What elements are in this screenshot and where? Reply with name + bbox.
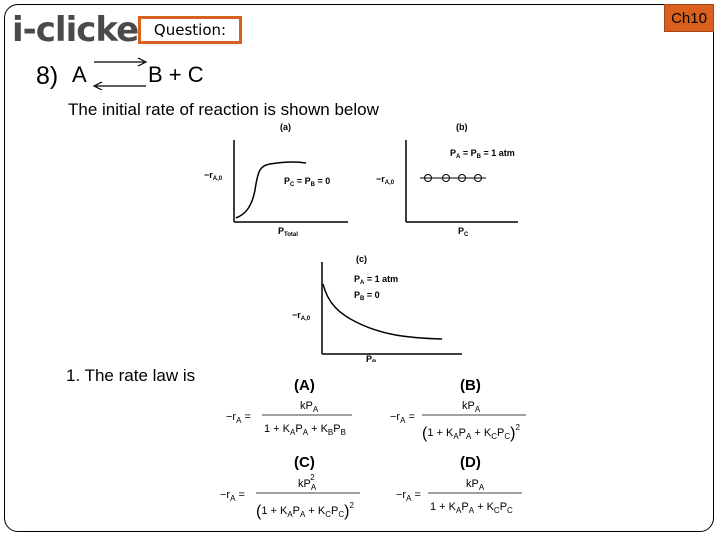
chapter-badge: Ch10 <box>664 4 714 32</box>
graph-a-y-label: −rA,0 <box>204 170 223 182</box>
graph-b-x-label: PC <box>458 226 469 238</box>
options-area: (A) −rA = kPA 1 + KAPA + KBPB (B) −rA = … <box>220 377 526 520</box>
graph-b-point <box>474 174 482 182</box>
graph-c-curve <box>322 283 443 340</box>
products: B + C <box>148 62 204 87</box>
graph-c-y-label: −rA,0 <box>292 310 311 322</box>
option-d-letter: (D) <box>460 454 481 471</box>
option-a[interactable]: (A) −rA = kPA 1 + KAPA + KBPB <box>226 377 352 437</box>
graph-b-annotation: PA = PB = 1 atm <box>450 148 515 160</box>
option-a-lhs: −rA = <box>226 411 251 425</box>
graph-a-panel-label: (a) <box>280 122 291 132</box>
graph-c-x-label: PB <box>366 354 377 362</box>
option-b-numerator: kPA <box>462 400 481 414</box>
graph-c-annotation-1: PA = 1 atm <box>354 274 398 286</box>
graph-a: (a) −rA,0 PTotal PC = PB = 0 <box>204 122 348 238</box>
option-a-letter: (A) <box>294 377 315 394</box>
graph-c-panel-label: (c) <box>356 254 367 264</box>
chapter-badge-text: Ch10 <box>671 9 707 27</box>
option-d-lhs: −rA = <box>396 489 421 503</box>
option-a-denominator: 1 + KAPA + KBPB <box>264 423 346 437</box>
option-c-letter: (C) <box>294 454 315 471</box>
graph-a-annotation: PC = PB = 0 <box>284 176 330 188</box>
option-b-lhs: −rA = <box>390 411 415 425</box>
option-d[interactable]: (D) −rA = kPA 1 + KAPA + KCPC <box>396 454 522 515</box>
option-b-denominator: (1 + KAPA + KCPC)2 <box>422 423 520 442</box>
question-number: 8) <box>36 62 59 90</box>
slide-frame <box>4 4 714 532</box>
graph-b-point <box>442 174 450 182</box>
graph-c: (c) −rA,0 PB PA = 1 atm PB = 0 <box>292 254 462 362</box>
prompt-text: The initial rate of reaction is shown be… <box>68 100 379 119</box>
logo-text: i-clicker <box>12 10 155 50</box>
reaction-equation: A B + C <box>72 57 204 90</box>
graph-b-point <box>458 174 466 182</box>
equilibrium-arrows-icon <box>92 57 148 90</box>
option-b[interactable]: (B) −rA = kPA (1 + KAPA + KCPC)2 <box>390 377 526 442</box>
reactant: A <box>72 62 87 87</box>
ratelaw-prompt: 1. The rate law is <box>66 366 196 385</box>
graph-a-x-label: PTotal <box>278 226 298 238</box>
graph-b-point <box>424 174 432 182</box>
graph-b-y-label: −rA,0 <box>376 174 395 186</box>
option-c[interactable]: (C) −rA = kPA2 (1 + KAPA + KCPC)2 <box>220 454 360 520</box>
option-d-denominator: 1 + KAPA + KCPC <box>430 501 513 515</box>
graph-c-annotation-2: PB = 0 <box>354 290 380 302</box>
option-d-numerator: kPA <box>466 478 485 492</box>
graph-b-panel-label: (b) <box>456 122 468 132</box>
option-c-numerator: kPA2 <box>298 473 317 492</box>
iclicker-logo: i-clicker <box>12 10 155 50</box>
graph-b: (b) −rA,0 PC PA = PB = 1 atm <box>376 122 518 238</box>
question-label: Question: <box>153 21 227 39</box>
option-c-lhs: −rA = <box>220 489 245 503</box>
option-a-numerator: kPA <box>300 400 319 414</box>
option-b-letter: (B) <box>460 377 481 394</box>
graph-a-curve <box>235 161 307 219</box>
question-label-box: Question: <box>138 16 242 44</box>
option-c-denominator: (1 + KAPA + KCPC)2 <box>256 501 354 520</box>
